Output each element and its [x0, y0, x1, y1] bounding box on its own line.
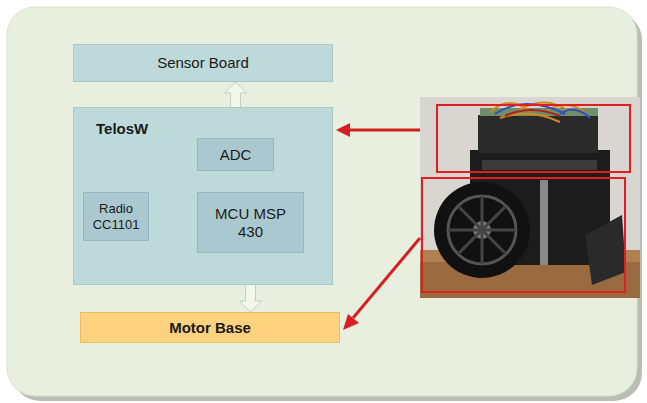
- arrow-head: [343, 314, 359, 330]
- wheel-spokes: [448, 196, 516, 264]
- box-label: Sensor Board: [157, 54, 249, 72]
- base-box: Motor Base: [80, 312, 340, 343]
- board-box: Sensor Board: [73, 44, 333, 82]
- box-label: ADC: [220, 146, 252, 164]
- component-box: ADC: [197, 138, 274, 171]
- photo-backdrop: [420, 97, 640, 298]
- chassis-plate: [482, 160, 597, 170]
- component-box: MCU MSP 430: [197, 192, 304, 253]
- module-box: TelosW ADC Radio CC1101 MCU MSP 430: [73, 107, 333, 285]
- arrow-head: [336, 123, 350, 137]
- box-label: Motor Base: [169, 319, 251, 337]
- box-label: Radio CC1101: [87, 201, 145, 232]
- standoff: [540, 180, 548, 265]
- module-title: TelosW: [96, 120, 148, 138]
- callout-arrow: [353, 238, 420, 318]
- wheel-rim: [448, 196, 516, 264]
- box-label: MCU MSP 430: [215, 205, 287, 241]
- wheel: [434, 182, 530, 278]
- highlight-box: [422, 178, 625, 292]
- bumper: [585, 215, 626, 285]
- component-box: Radio CC1101: [83, 192, 149, 241]
- wires: [495, 104, 590, 118]
- wires: [505, 110, 560, 116]
- highlight-box: [437, 105, 630, 172]
- telosw-board: [478, 115, 598, 153]
- callout-arrow: [348, 129, 420, 132]
- panel: [7, 7, 637, 396]
